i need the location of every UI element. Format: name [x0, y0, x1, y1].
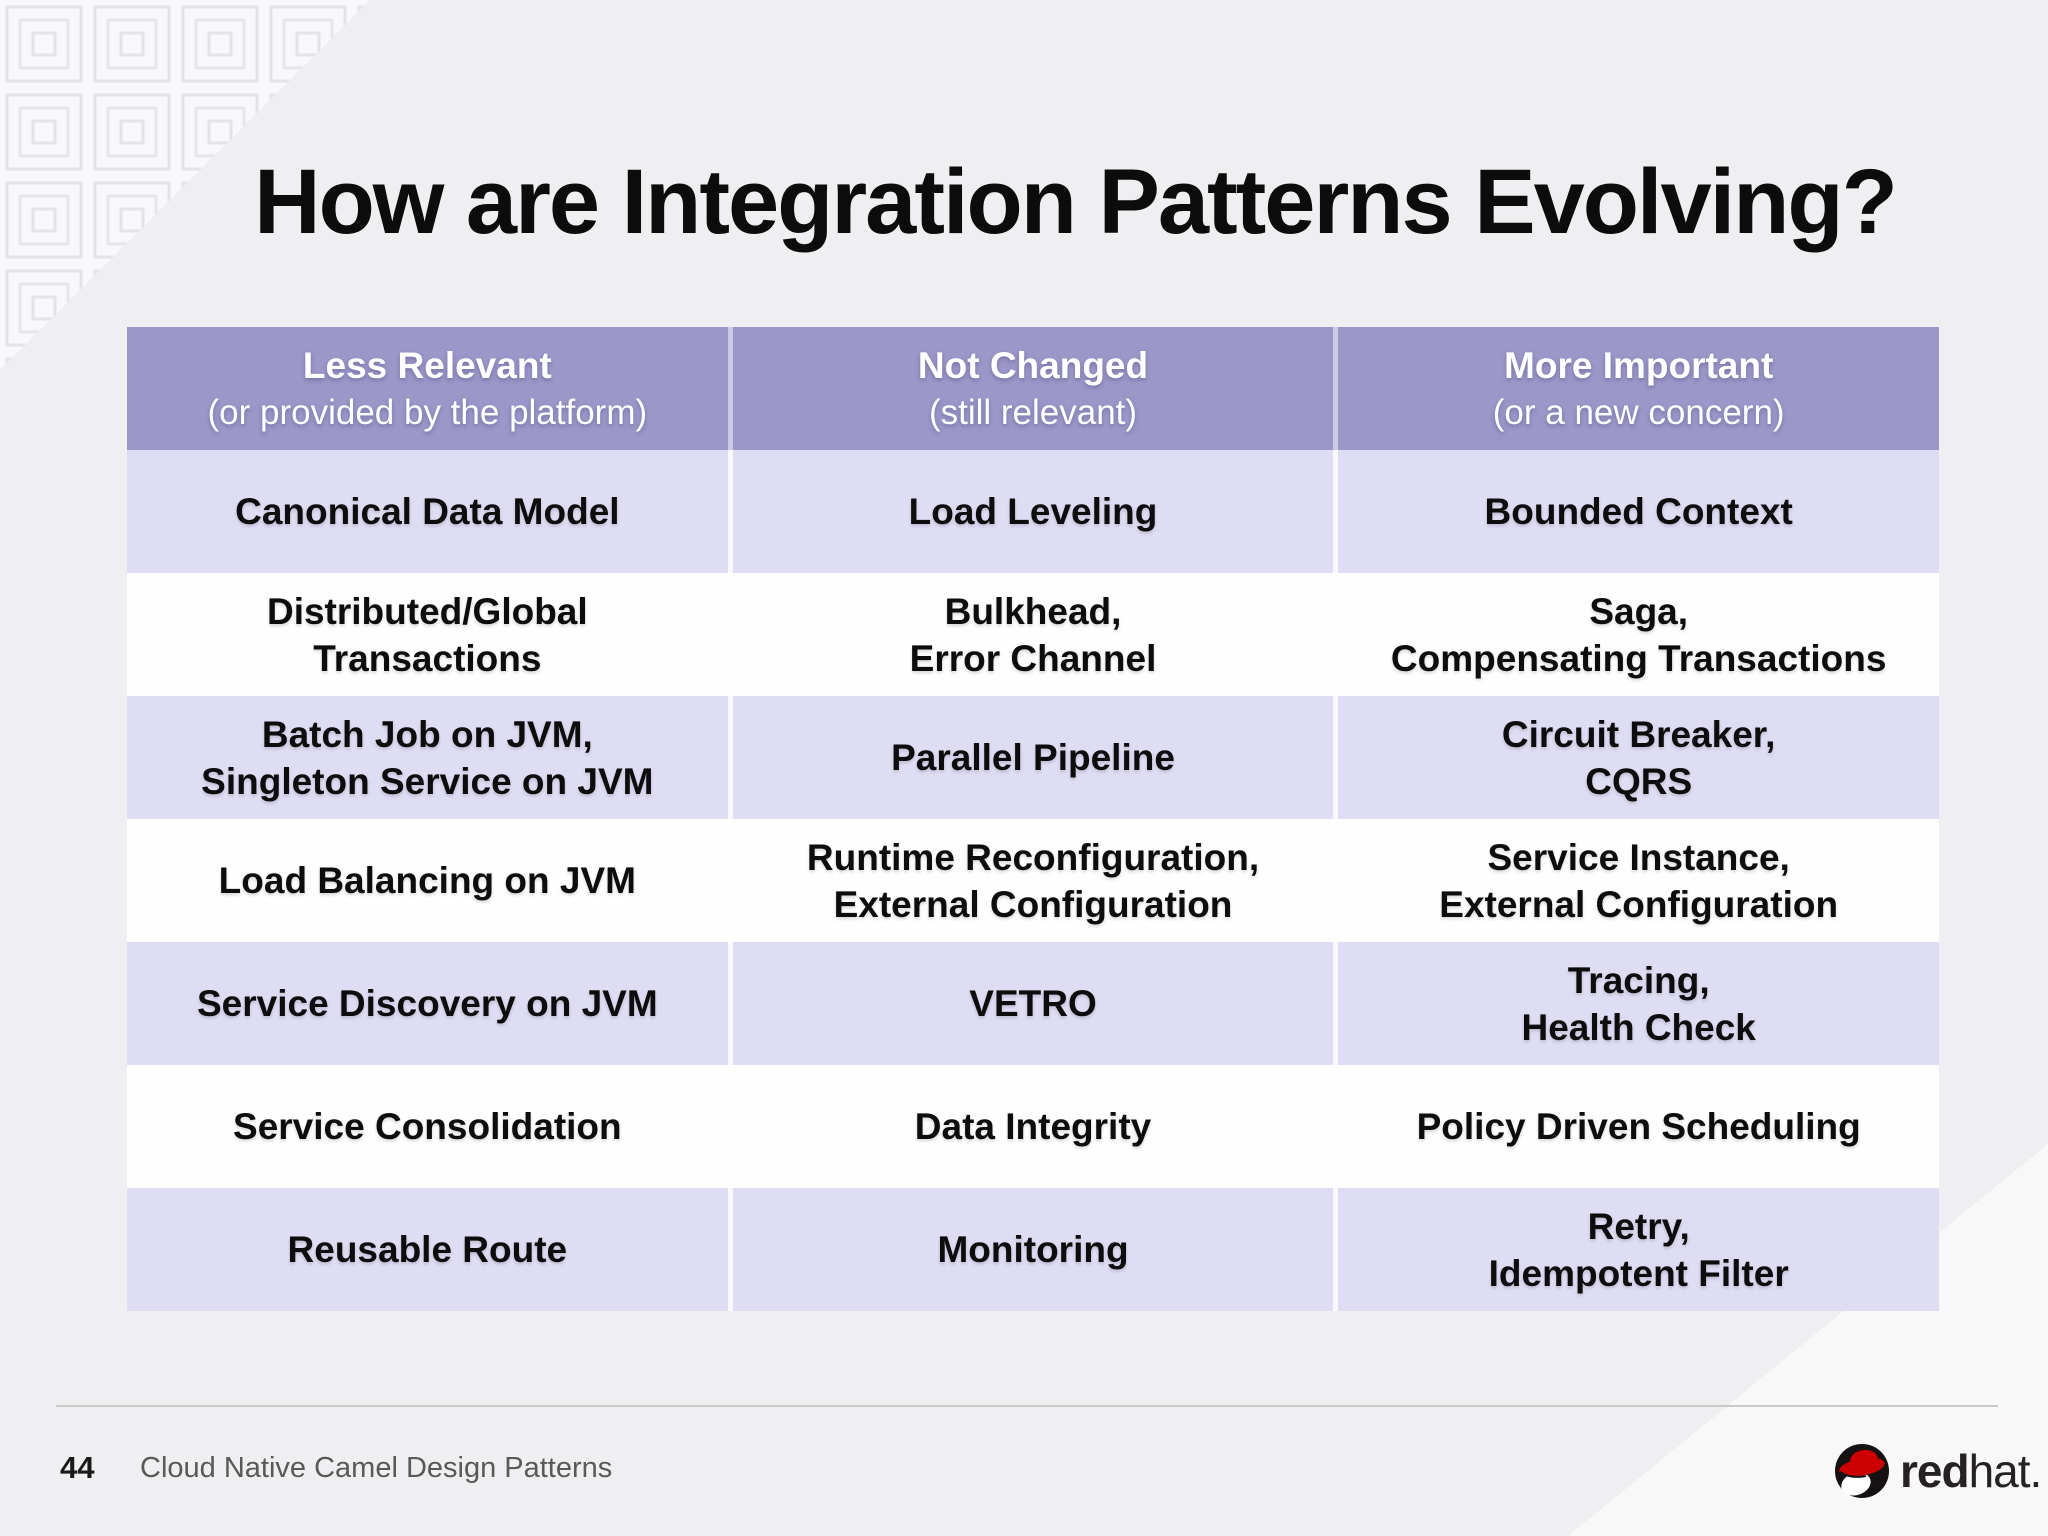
table-cell: Parallel Pipeline: [733, 696, 1339, 819]
table-cell: Circuit Breaker, CQRS: [1338, 696, 1939, 819]
cell-line: CQRS: [1585, 760, 1693, 802]
cell-line: Bounded Context: [1484, 491, 1793, 532]
column-header-3: More Important (or a new concern): [1338, 327, 1939, 450]
column-subtitle: (or a new concern): [1492, 392, 1785, 432]
column-title: More Important: [1504, 344, 1774, 386]
redhat-logo: redhat.: [1834, 1443, 2043, 1499]
page-number: 44: [60, 1450, 95, 1485]
cell-line: External Configuration: [1439, 883, 1839, 925]
table-cell: Canonical Data Model: [127, 450, 733, 573]
table-cell: Service Consolidation: [127, 1065, 733, 1188]
cell-line: Canonical Data Model: [235, 491, 620, 532]
cell-line: Load Balancing on JVM: [218, 860, 636, 901]
table-cell: Load Balancing on JVM: [127, 819, 733, 942]
table-cell: Policy Driven Scheduling: [1338, 1065, 1939, 1188]
redhat-shadowman-icon: [1835, 1444, 1889, 1498]
table-body: Canonical Data Model Load Leveling Bounded…: [127, 450, 1939, 1311]
column-header-2: Not Changed (still relevant): [733, 327, 1339, 450]
table-cell: Runtime Reconfiguration, External Configu…: [733, 819, 1339, 942]
table-cell: Service Instance, External Configuration: [1338, 819, 1939, 942]
cell-line: Retry,: [1587, 1205, 1690, 1247]
table-header-row: Less Relevant (or provided by the platfor…: [127, 327, 1939, 450]
cell-line: Idempotent Filter: [1488, 1252, 1789, 1294]
table-cell: Batch Job on JVM, Singleton Service on JV…: [127, 696, 733, 819]
table-cell: VETRO: [733, 942, 1339, 1065]
cell-line: Saga,: [1589, 590, 1689, 632]
page-title: How are Integration Patterns Evolving?: [254, 151, 1898, 253]
cell-line: Transactions: [313, 637, 542, 679]
table-cell: Saga, Compensating Transactions: [1338, 573, 1939, 696]
cell-line: Policy Driven Scheduling: [1416, 1106, 1861, 1147]
cell-line: Runtime Reconfiguration,: [806, 836, 1260, 878]
footer-title: Cloud Native Camel Design Patterns: [140, 1452, 613, 1484]
brand-red: red: [1900, 1445, 1970, 1497]
cell-line: Load Leveling: [908, 491, 1158, 532]
table-row: Load Balancing on JVM Runtime Reconfigura…: [127, 819, 1939, 942]
table-cell: Load Leveling: [733, 450, 1339, 573]
table-cell: Service Discovery on JVM: [127, 942, 733, 1065]
cell-line: Compensating Transactions: [1390, 637, 1887, 679]
cell-line: Service Instance,: [1487, 836, 1790, 878]
table-cell: Retry, Idempotent Filter: [1338, 1188, 1939, 1311]
column-header-1: Less Relevant (or provided by the platfor…: [127, 327, 733, 450]
column-subtitle: (or provided by the platform): [207, 392, 648, 432]
cell-line: Monitoring: [937, 1229, 1129, 1270]
table-cell: Tracing, Health Check: [1338, 942, 1939, 1065]
redhat-wordmark: redhat.: [1900, 1444, 2043, 1498]
cell-line: Service Discovery on JVM: [196, 983, 658, 1024]
cell-line: VETRO: [969, 983, 1097, 1024]
cell-line: Health Check: [1521, 1006, 1756, 1048]
cell-line: Parallel Pipeline: [891, 737, 1175, 778]
cell-line: Data Integrity: [914, 1106, 1152, 1147]
table-row: Reusable Route Monitoring Retry, Idempotent…: [127, 1188, 1939, 1311]
cell-line: External Configuration: [833, 883, 1233, 925]
table-cell: Monitoring: [733, 1188, 1339, 1311]
column-title: Less Relevant: [302, 344, 552, 386]
column-subtitle: (still relevant): [928, 392, 1138, 432]
brand-hat: hat.: [1968, 1445, 2043, 1497]
cell-line: Batch Job on JVM,: [261, 713, 593, 755]
cell-line: Circuit Breaker,: [1501, 713, 1776, 755]
patterns-table: Less Relevant (or provided by the platfor…: [127, 327, 1939, 1311]
table-cell: Bulkhead, Error Channel: [733, 573, 1339, 696]
cell-line: Error Channel: [909, 637, 1157, 679]
cell-line: Service Consolidation: [233, 1106, 622, 1147]
cell-line: Tracing,: [1567, 959, 1710, 1001]
cell-line: Singleton Service on JVM: [201, 760, 654, 802]
table-cell: Bounded Context: [1338, 450, 1939, 573]
column-title: Not Changed: [917, 344, 1149, 386]
table-cell: Reusable Route: [127, 1188, 733, 1311]
table-row: Batch Job on JVM, Singleton Service on JV…: [127, 696, 1939, 819]
table-row: Service Consolidation Data Integrity Polic…: [127, 1065, 1939, 1188]
table-row: Service Discovery on JVM VETRO Tracing, Hea…: [127, 942, 1939, 1065]
table-row: Canonical Data Model Load Leveling Bounded…: [127, 450, 1939, 573]
footer-divider: [56, 1405, 1998, 1407]
cell-line: Distributed/Global: [266, 590, 588, 632]
table-cell: Data Integrity: [733, 1065, 1339, 1188]
cell-line: Reusable Route: [287, 1229, 568, 1270]
cell-line: Bulkhead,: [944, 590, 1122, 632]
